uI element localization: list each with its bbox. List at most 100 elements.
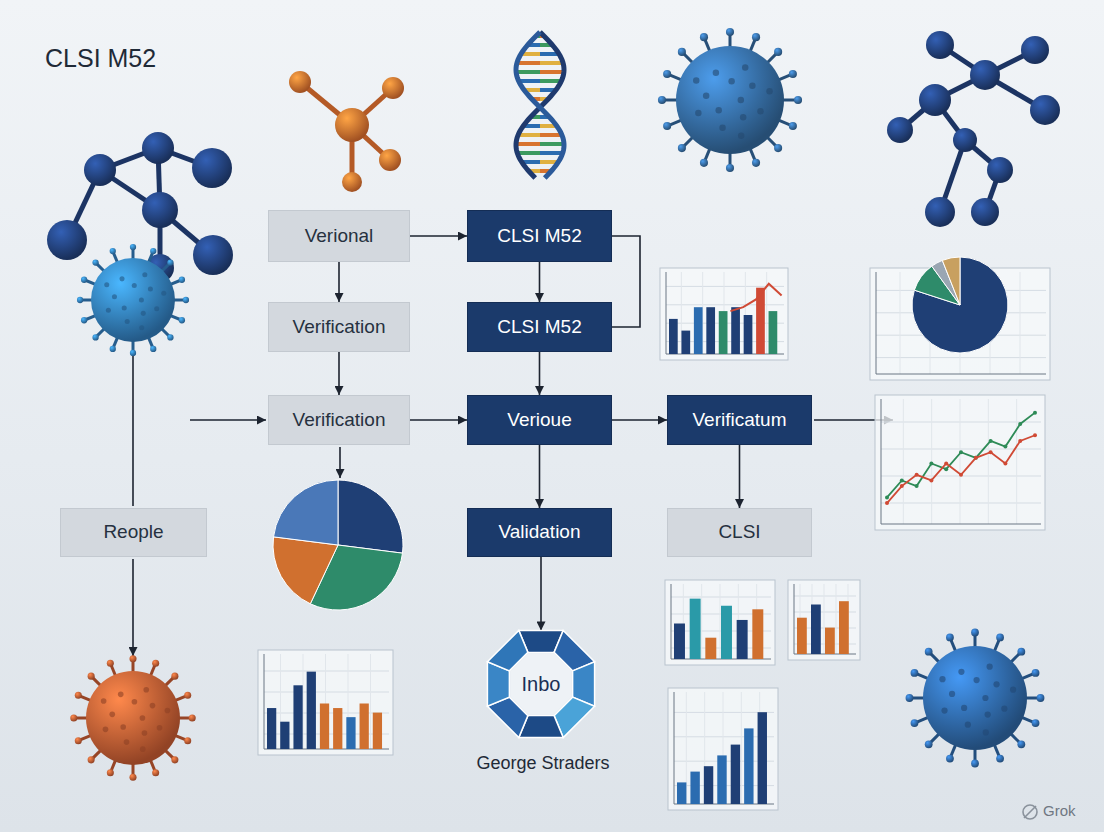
bar-chart: [811, 605, 821, 655]
bar-chart: [788, 580, 860, 660]
bar-chart: [267, 708, 276, 749]
line-chart: [989, 450, 993, 454]
dna-helix: [516, 32, 564, 178]
molecule-icon: [335, 108, 369, 142]
virus-icon: [774, 144, 782, 152]
line-chart: [944, 462, 948, 466]
line-chart: [959, 473, 963, 477]
virus-icon: [658, 28, 802, 172]
dna-helix: [516, 142, 540, 146]
virus-icon: [77, 244, 189, 356]
virus-icon: [676, 46, 784, 154]
connector-arrow: [539, 445, 541, 508]
molecule-icon: [142, 192, 178, 228]
bar-chart: [360, 704, 369, 750]
virus-icon: [101, 698, 107, 704]
bar-chart: [258, 650, 393, 755]
bar-chart: [705, 638, 716, 659]
line-chart: [974, 456, 978, 460]
dna-helix: [517, 61, 540, 65]
virus-icon: [88, 673, 95, 680]
virus-icon: [742, 64, 748, 70]
line-chart: [989, 439, 993, 443]
line-chart: [931, 399, 932, 524]
virus-icon: [107, 660, 114, 667]
virus-icon: [752, 33, 760, 41]
node-text: Validation: [498, 521, 580, 544]
virus-icon: [700, 159, 708, 167]
octagon-center: [510, 653, 571, 714]
virus-icon: [740, 114, 746, 120]
watermark-logo: [1023, 805, 1037, 819]
virus-icon: [658, 96, 666, 104]
bar-chart: [690, 772, 699, 804]
line-chart: [1033, 411, 1037, 415]
virus-icon: [154, 306, 159, 311]
virus-icon: [77, 297, 83, 303]
bar-chart: [744, 728, 753, 804]
connector-arrow: [739, 445, 741, 508]
line-chart: [1018, 422, 1022, 426]
virus-icon: [726, 28, 734, 36]
bar-chart: [660, 268, 788, 360]
line-chart: [944, 467, 948, 471]
line-chart: [1003, 445, 1007, 449]
bar-chart: [731, 307, 740, 354]
bar-chart: [737, 620, 748, 659]
line-chart: [1018, 439, 1022, 443]
bar-chart: [717, 755, 726, 804]
node-text: CLSI: [718, 521, 760, 544]
virus-icon: [75, 692, 82, 699]
line-chart: [887, 435, 1035, 503]
bar-chart: [346, 717, 355, 749]
line-chart: [929, 462, 933, 466]
virus-icon: [120, 724, 126, 730]
virus-icon: [923, 646, 1027, 750]
molecule-icon: [887, 117, 913, 143]
line-chart: [900, 478, 904, 482]
bar-chart: [665, 580, 775, 665]
bar-chart: [721, 606, 732, 659]
bar-chart: [674, 624, 685, 660]
virus-icon: [110, 248, 116, 254]
virus-icon: [1017, 648, 1025, 656]
connector-arrow: [338, 262, 340, 302]
connector-arrow: [338, 352, 340, 395]
virus-icon: [987, 664, 993, 670]
virus-icon: [70, 714, 77, 721]
virus-icon: [171, 756, 178, 763]
virus-icon: [700, 33, 708, 41]
watermark: Grok: [1043, 802, 1076, 819]
line-chart: [1033, 433, 1037, 437]
line-chart: [875, 395, 1045, 530]
virus-icon: [749, 83, 755, 89]
virus-icon: [152, 769, 159, 776]
virus-icon: [189, 714, 196, 721]
dna-helix: [540, 70, 564, 74]
line-chart: [988, 399, 989, 524]
virus-icon: [728, 78, 734, 84]
bar-chart: [701, 584, 702, 659]
virus-icon: [789, 122, 797, 130]
pie-panel: [876, 374, 1046, 375]
line-chart: [960, 399, 961, 524]
virus-icon: [70, 655, 195, 780]
molecule-icon: [84, 154, 116, 186]
node-text: Inbo: [522, 672, 561, 696]
molecule-icon: [192, 148, 232, 188]
virus-icon: [150, 248, 156, 254]
molecule-icon: [289, 71, 404, 192]
line-chart: [881, 524, 1041, 525]
dna-helix: [540, 151, 563, 155]
process-box: Verioue: [467, 395, 612, 445]
node-text: Verificatum: [693, 409, 787, 432]
molecule-icon: [379, 149, 401, 171]
bar-chart: [681, 331, 690, 354]
bar-chart: [836, 584, 837, 654]
virus-icon: [949, 691, 955, 697]
virus-icon: [118, 692, 124, 698]
virus-icon: [946, 634, 954, 642]
virus-icon: [726, 164, 734, 172]
virus-icon: [906, 694, 914, 702]
virus-icon: [1037, 694, 1045, 702]
